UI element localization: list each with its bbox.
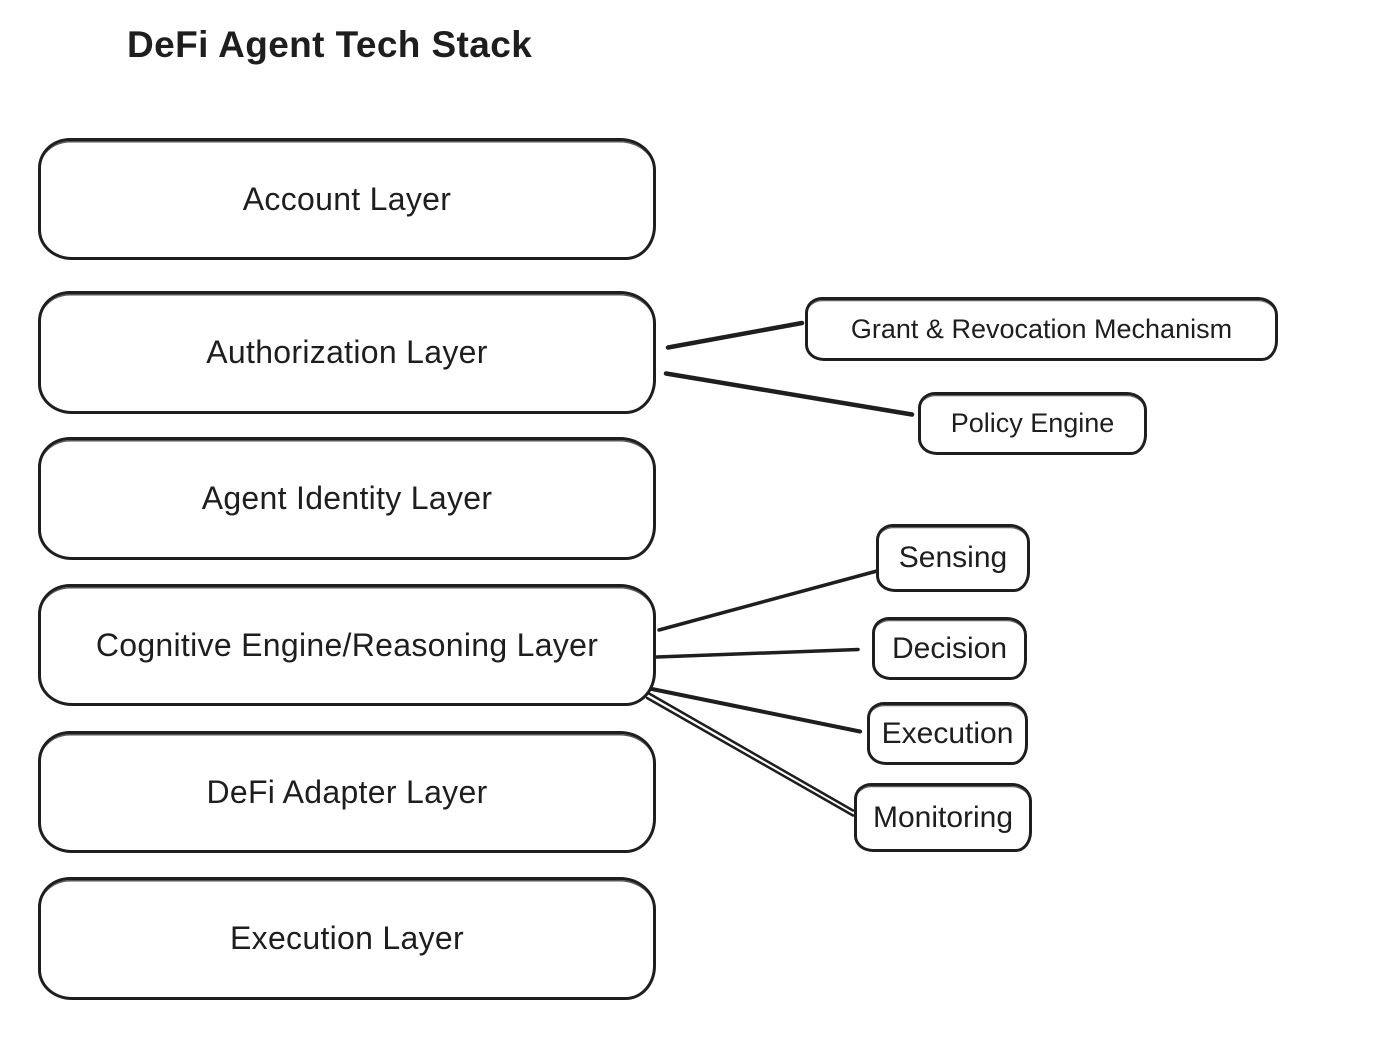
detail-label-decision: Decision [891, 631, 1008, 665]
layer-box-identity: Agent Identity Layer [38, 437, 656, 560]
layer-box-cognitive: Cognitive Engine/Reasoning Layer [38, 584, 656, 706]
layer-box-account: Account Layer [38, 138, 656, 260]
detail-label-policy: Policy Engine [950, 408, 1115, 438]
layer-box-execution-layer: Execution Layer [38, 877, 656, 1000]
layer-label-account: Account Layer [242, 180, 452, 217]
detail-box-sensing: Sensing [876, 524, 1030, 592]
layer-label-authorization: Authorization Layer [206, 334, 488, 370]
detail-label-execution: Execution [881, 716, 1014, 750]
detail-box-policy: Policy Engine [918, 392, 1147, 455]
detail-box-execution: Execution [867, 702, 1028, 765]
diagram-title: DeFi Agent Tech Stack [127, 24, 533, 65]
layer-label-identity: Agent Identity Layer [201, 480, 493, 516]
layer-label-execution-layer: Execution Layer [230, 920, 464, 956]
detail-box-decision: Decision [872, 617, 1027, 680]
detail-label-monitoring: Monitoring [872, 800, 1014, 834]
layer-label-adapter: DeFi Adapter Layer [206, 773, 488, 810]
detail-label-grant: Grant & Revocation Mechanism [850, 313, 1233, 344]
layer-label-cognitive: Cognitive Engine/Reasoning Layer [95, 626, 599, 663]
detail-box-monitoring: Monitoring [854, 783, 1032, 852]
detail-label-sensing: Sensing [898, 541, 1008, 574]
layer-box-adapter: DeFi Adapter Layer [38, 731, 656, 853]
detail-box-grant: Grant & Revocation Mechanism [805, 297, 1278, 361]
layer-box-authorization: Authorization Layer [38, 291, 656, 414]
